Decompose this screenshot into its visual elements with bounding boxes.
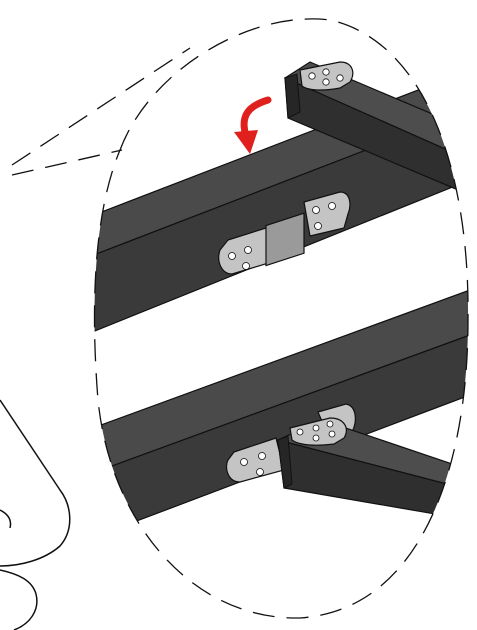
cross-member-bracket <box>299 61 354 91</box>
curved-down-arrow-icon <box>234 96 272 154</box>
magnifier-outline <box>93 18 469 619</box>
lower-beam-top-face <box>94 289 469 486</box>
lower-cross-end-face <box>277 435 293 489</box>
lower-beam <box>94 289 469 551</box>
leader-line-upper <box>11 47 191 166</box>
leader-line-lower <box>11 149 123 176</box>
upper-beam-front-face <box>94 109 469 346</box>
cross-member-top <box>283 61 469 196</box>
upper-bracket <box>218 191 351 275</box>
magnified-view <box>94 61 469 551</box>
upper-bracket-center <box>265 212 305 267</box>
lower-joint <box>225 403 469 521</box>
cross-member-end-face <box>284 73 301 119</box>
lower-bracket-left-plate <box>225 437 285 483</box>
hand-pointer-icon <box>0 399 71 630</box>
